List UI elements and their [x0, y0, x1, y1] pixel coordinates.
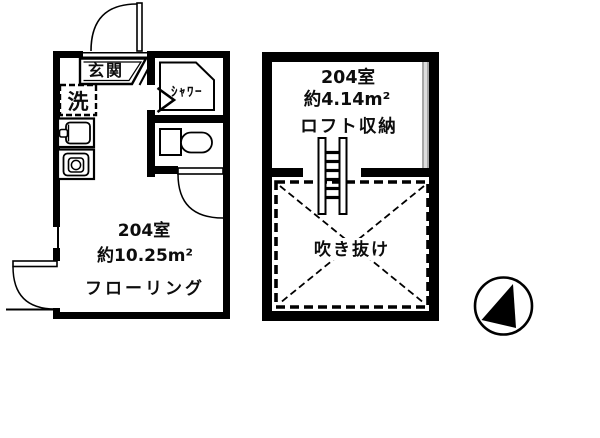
- left-flooring-label: フローリング: [85, 278, 205, 299]
- wall-shower-toilet-divider: [155, 115, 223, 123]
- loft-ladder-icon: [317, 137, 348, 215]
- toilet-door-arc: [177, 173, 224, 219]
- sink-icon: [56, 117, 96, 149]
- wall-bottom: [262, 311, 439, 321]
- toilet-icon: [159, 128, 213, 156]
- left-unit-walls: [53, 51, 230, 319]
- wall-interior-vertical-upper: [147, 58, 155, 85]
- washing-machine-space: [58, 83, 98, 117]
- balcony-door-leaf: [12, 260, 58, 268]
- wall-loft-divider-right: [361, 168, 429, 177]
- shower-label: ｼｬﾜｰ: [171, 85, 203, 100]
- wall-right: [429, 52, 439, 321]
- left-unit-plan: 玄関 洗 ｼｬﾜｰ: [6, 2, 230, 319]
- pillar-strip-highlight: [424, 62, 427, 168]
- wall-top-right: [147, 51, 230, 58]
- void-label-background: [307, 238, 398, 260]
- void-label: 吹き抜け: [314, 239, 390, 260]
- window-glass-line: [57, 227, 59, 248]
- genkan-step-inner-line: [83, 61, 143, 82]
- right-unit-plan: 吹き抜け 204室 約4.14m² ロフト収納: [262, 52, 439, 321]
- right-unit-walls: [262, 52, 439, 321]
- wall-toilet-bottom-segment: [147, 166, 178, 174]
- balcony-door-arc: [12, 266, 56, 310]
- right-area-label: 約4.14m²: [304, 89, 391, 110]
- burner-icon: [56, 148, 96, 181]
- entrance-door-leaf: [136, 2, 143, 52]
- loft-storage-label: ロフト収納: [300, 116, 398, 137]
- wall-left-stub: [53, 248, 60, 261]
- entrance-sill-bottom-line: [83, 56, 147, 58]
- north-arrow-icon: [473, 276, 534, 336]
- wall-right: [223, 51, 230, 319]
- toilet-door-leaf: [177, 167, 224, 175]
- genkan-step-outline: [78, 57, 149, 86]
- wall-left: [262, 52, 272, 321]
- wall-left-upper: [53, 51, 60, 227]
- wall-bottom: [53, 312, 230, 319]
- shower-door-marker: [156, 86, 177, 114]
- entrance-sill-top-line: [83, 52, 147, 54]
- compass-needle: [481, 284, 516, 328]
- wall-loft-divider-left: [272, 168, 303, 177]
- genkan-step-slash: [138, 58, 155, 86]
- washer-label: 洗: [68, 90, 89, 114]
- left-area-label: 約10.25m²: [97, 245, 193, 266]
- right-room-number-label: 204室: [321, 67, 375, 88]
- wall-top: [262, 52, 439, 62]
- entrance-door-arc: [90, 3, 138, 52]
- void-area-outline: [274, 180, 430, 309]
- wall-interior-vertical-lower: [147, 110, 155, 177]
- wall-top-left: [53, 51, 83, 58]
- entrance-label: 玄関: [88, 61, 124, 80]
- left-room-number-label: 204室: [118, 220, 171, 241]
